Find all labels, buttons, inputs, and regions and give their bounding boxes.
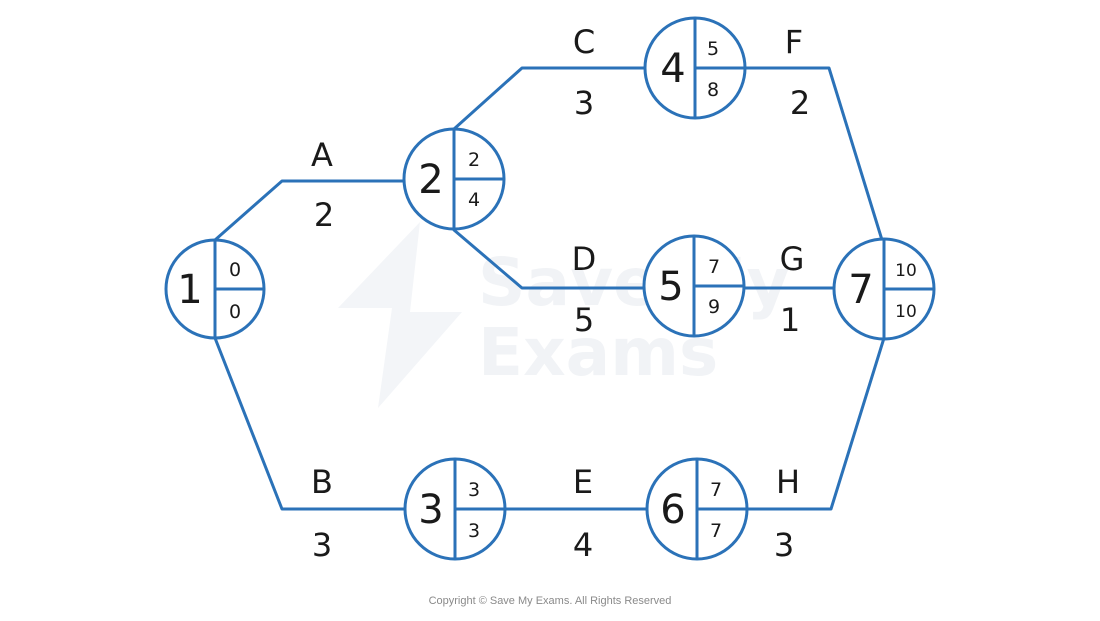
node-5-label: 5 [658,264,683,310]
node-1: 1 0 0 [164,238,266,340]
node-5: 5 7 9 [642,234,746,338]
activity-h-duration: 3 [774,526,794,564]
activity-c-name: C [573,23,595,61]
node-7-early-time: 10 [895,261,917,281]
activity-b-duration: 3 [312,526,332,564]
node-6: 6 7 7 [645,457,749,561]
node-1-early-time: 0 [229,259,241,281]
edges [213,66,886,511]
node-1-late-time: 0 [229,301,241,323]
activity-a-name: A [311,136,333,174]
activity-h-name: H [776,463,800,501]
edge-activity-f [744,66,884,242]
node-4-early-time: 5 [707,38,719,60]
node-7-label: 7 [848,267,873,313]
node-1-label: 1 [177,267,202,313]
node-6-early-time: 7 [710,479,722,501]
nodes: 1 0 0 2 2 4 3 3 3 4 5 8 [164,16,936,561]
node-3-late-time: 3 [468,520,480,542]
activity-c-duration: 3 [574,84,594,122]
activity-d-name: D [572,240,597,278]
watermark-bolt-icon [338,222,462,408]
node-7: 7 10 10 [832,237,936,341]
node-4: 4 5 8 [643,16,747,120]
edge-activity-h [746,336,886,511]
node-5-late-time: 9 [708,296,720,318]
activity-labels: A 2 B 3 C 3 D 5 E 4 F 2 G 1 H 3 [311,23,810,564]
activity-g-duration: 1 [780,301,800,339]
edge-activity-b [213,336,406,511]
activity-e-duration: 4 [573,526,593,564]
node-6-late-time: 7 [710,520,722,542]
edge-activity-c [452,66,647,131]
node-4-late-time: 8 [707,79,719,101]
activity-g-name: G [780,240,805,278]
copyright-notice: Copyright © Save My Exams. All Rights Re… [429,595,672,607]
edge-activity-d [452,228,646,290]
activity-d-duration: 5 [574,301,594,339]
node-3-label: 3 [418,487,443,533]
activity-f-duration: 2 [790,84,810,122]
node-5-early-time: 7 [708,256,720,278]
activity-b-name: B [311,463,333,501]
node-3: 3 3 3 [403,457,507,561]
activity-f-name: F [785,23,803,61]
node-3-early-time: 3 [468,479,480,501]
activity-e-name: E [573,463,593,501]
activity-a-duration: 2 [314,196,334,234]
edge-activity-a [213,179,406,242]
node-7-late-time: 10 [895,302,917,322]
node-4-label: 4 [660,46,685,92]
node-2-late-time: 4 [468,189,480,211]
node-2-label: 2 [418,157,443,203]
node-2-early-time: 2 [468,149,480,171]
node-2: 2 2 4 [402,127,506,231]
node-6-label: 6 [660,487,685,533]
